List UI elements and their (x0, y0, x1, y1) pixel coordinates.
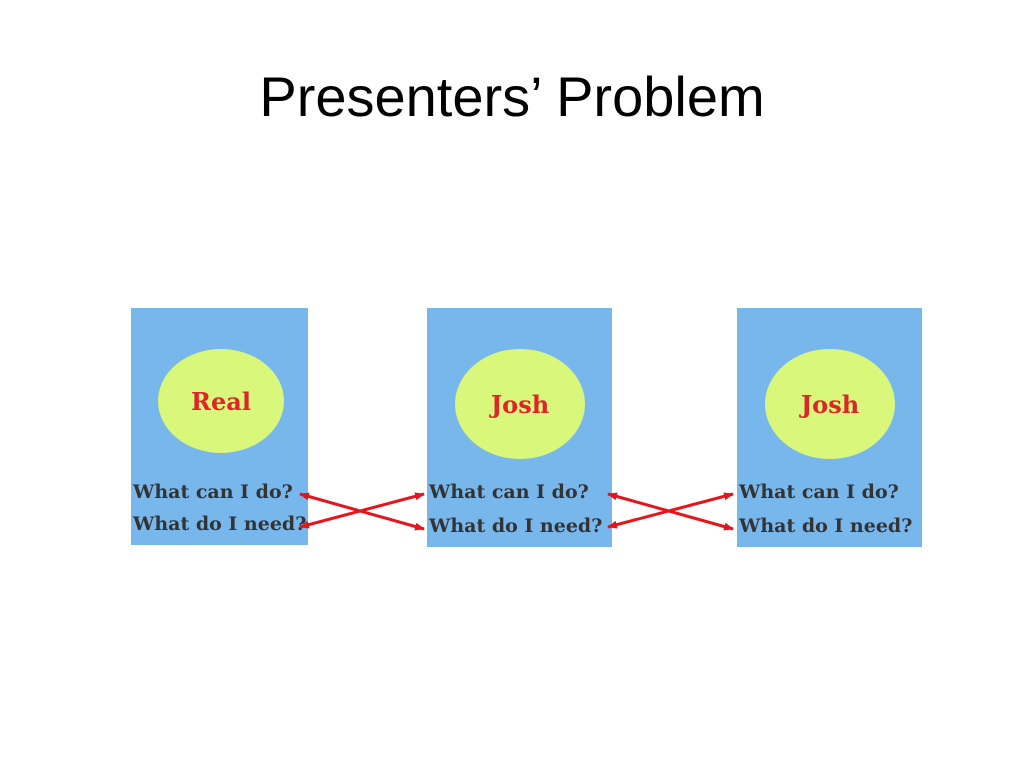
card-question-need: What do I need? (429, 515, 603, 537)
double-arrow (607, 492, 734, 531)
card-label: Real (191, 386, 251, 416)
card-question-can-do: What can I do? (429, 481, 589, 503)
double-arrow (299, 492, 425, 531)
card-question-can-do: What can I do? (739, 481, 899, 503)
card-question-can-do: What can I do? (133, 481, 293, 503)
slide-title: Presenters’ Problem (259, 65, 765, 128)
card-ellipse: Josh (455, 349, 585, 459)
card-label: Josh (490, 389, 550, 419)
card-ellipse: Josh (765, 349, 895, 459)
double-arrow (607, 492, 734, 529)
card-question-need: What do I need? (133, 513, 307, 535)
card-question-need: What do I need? (739, 515, 913, 537)
card-label: Josh (800, 389, 860, 419)
card-ellipse: Real (158, 349, 284, 453)
card-real: Real What can I do? What do I need? (131, 308, 308, 545)
double-arrow (299, 492, 425, 529)
card-josh-2: Josh What can I do? What do I need? (737, 308, 922, 547)
card-josh-1: Josh What can I do? What do I need? (427, 308, 612, 547)
